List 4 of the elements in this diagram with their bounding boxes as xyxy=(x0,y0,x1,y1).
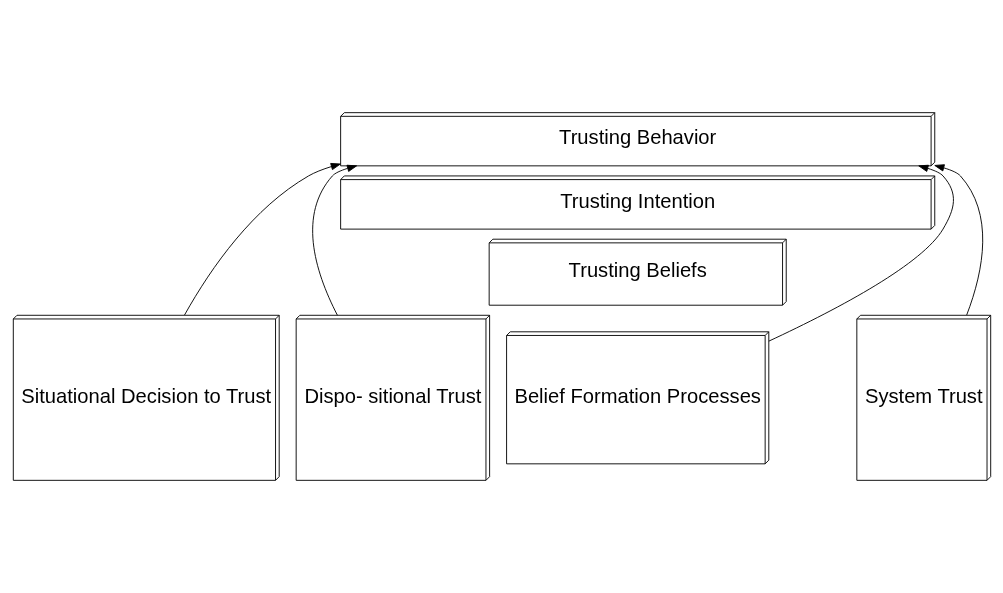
arrow xyxy=(933,164,983,316)
arrow xyxy=(767,164,954,342)
arrow xyxy=(183,162,341,316)
arrow xyxy=(311,164,357,316)
